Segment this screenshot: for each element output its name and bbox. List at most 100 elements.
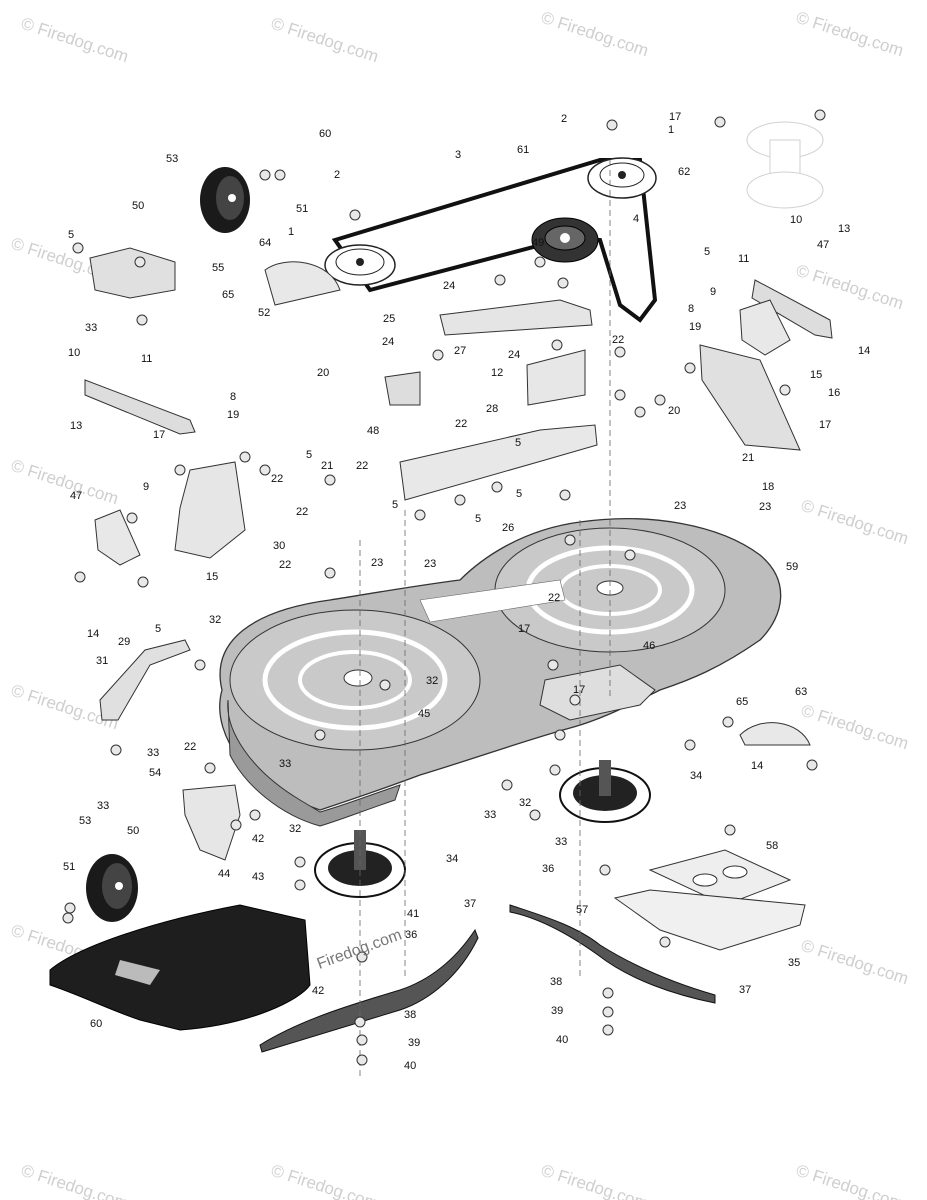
callout-label: 5: [704, 246, 710, 258]
callout-label: 20: [668, 405, 680, 417]
fastener-icon: [602, 987, 614, 999]
fastener-icon: [259, 464, 271, 476]
callout-label: 31: [96, 655, 108, 667]
callout-label: 1: [668, 124, 674, 136]
callout-label: 54: [149, 767, 161, 779]
fastener-icon: [194, 659, 206, 671]
callout-label: 34: [446, 853, 458, 865]
pulley-left: [324, 244, 396, 286]
watermark-text: © Firedog.com: [799, 701, 911, 754]
watermark-text: © Firedog.com: [794, 261, 906, 314]
callout-label: 32: [519, 797, 531, 809]
fastener-icon: [529, 809, 541, 821]
callout-label: 22: [455, 418, 467, 430]
watermark-text: © Firedog.com: [539, 8, 651, 61]
fastener-icon: [714, 116, 726, 128]
callout-label: 10: [790, 214, 802, 226]
callout-label: 55: [212, 262, 224, 274]
callout-label: 14: [751, 760, 763, 772]
gauge-wheel-bottom: [86, 854, 138, 922]
fastener-icon: [204, 762, 216, 774]
fastener-icon: [501, 779, 513, 791]
callout-label: 57: [576, 904, 588, 916]
callout-label: 41: [407, 908, 419, 920]
fastener-icon: [324, 474, 336, 486]
watermark-text: © Firedog.com: [19, 1161, 131, 1200]
callout-label: 23: [424, 558, 436, 570]
arm-11-left: [84, 379, 196, 435]
callout-label: 33: [484, 809, 496, 821]
bracket-18: [699, 344, 801, 451]
callout-label: 9: [710, 286, 716, 298]
callout-label: 65: [736, 696, 748, 708]
callout-label: 47: [70, 490, 82, 502]
callout-label: 5: [392, 499, 398, 511]
callout-label: 25: [383, 313, 395, 325]
callout-label: 49: [532, 237, 544, 249]
watermark-text: © Firedog.com: [19, 14, 131, 67]
fastener-icon: [814, 109, 826, 121]
callout-label: 40: [556, 1034, 568, 1046]
callout-label: 16: [828, 387, 840, 399]
fastener-icon: [491, 481, 503, 493]
bracket-31: [99, 639, 191, 721]
callout-label: 15: [206, 571, 218, 583]
fastener-icon: [614, 389, 626, 401]
callout-label: 21: [321, 460, 333, 472]
callout-label: 52: [258, 307, 270, 319]
callout-label: 33: [279, 758, 291, 770]
fastener-icon: [274, 169, 286, 181]
callout-label: 37: [464, 898, 476, 910]
bracket-9-left: [94, 509, 141, 566]
callout-label: 36: [405, 929, 417, 941]
callout-label: 13: [838, 223, 850, 235]
fastener-icon: [259, 169, 271, 181]
callout-label: 18: [762, 481, 774, 493]
callout-label: 22: [279, 559, 291, 571]
bracket-27: [384, 371, 421, 406]
fastener-icon: [554, 729, 566, 741]
callout-label: 14: [858, 345, 870, 357]
callout-label: 43: [252, 871, 264, 883]
hidden-lines: [359, 160, 611, 1080]
callout-label: 51: [296, 203, 308, 215]
callout-label: 35: [788, 957, 800, 969]
callout-label: 46: [643, 640, 655, 652]
fastener-icon: [379, 679, 391, 691]
fastener-icon: [230, 819, 242, 831]
fastener-icon: [74, 571, 86, 583]
callout-label: 23: [674, 500, 686, 512]
bracket-55: [89, 247, 176, 299]
callout-label: 40: [404, 1060, 416, 1072]
callout-label: 19: [227, 409, 239, 421]
callout-label: 22: [184, 741, 196, 753]
callout-label: 33: [85, 322, 97, 334]
callout-label: 29: [118, 636, 130, 648]
callout-label: 33: [97, 800, 109, 812]
callout-label: 13: [70, 420, 82, 432]
callout-label: 23: [759, 501, 771, 513]
callout-label: 22: [296, 506, 308, 518]
fastener-icon: [356, 951, 368, 963]
fastener-icon: [126, 512, 138, 524]
bracket-35: [613, 889, 806, 951]
callout-label: 9: [143, 481, 149, 493]
callout-label: 32: [209, 614, 221, 626]
spindle-34-right: [559, 760, 651, 823]
fastener-icon: [314, 729, 326, 741]
watermark-text: © Firedog.com: [799, 936, 911, 989]
fastener-icon: [414, 509, 426, 521]
callout-label: 23: [371, 557, 383, 569]
fastener-icon: [356, 1054, 368, 1066]
fastener-icon: [239, 451, 251, 463]
center-watermark: Firedog.com: [315, 926, 404, 972]
callout-label: 38: [550, 976, 562, 988]
bracket-25: [439, 299, 593, 336]
callout-label: 24: [382, 336, 394, 348]
callout-label: 50: [132, 200, 144, 212]
callout-label: 36: [542, 863, 554, 875]
fastener-icon: [564, 534, 576, 546]
callout-label: 47: [817, 239, 829, 251]
fastener-icon: [724, 824, 736, 836]
callout-label: 19: [689, 321, 701, 333]
